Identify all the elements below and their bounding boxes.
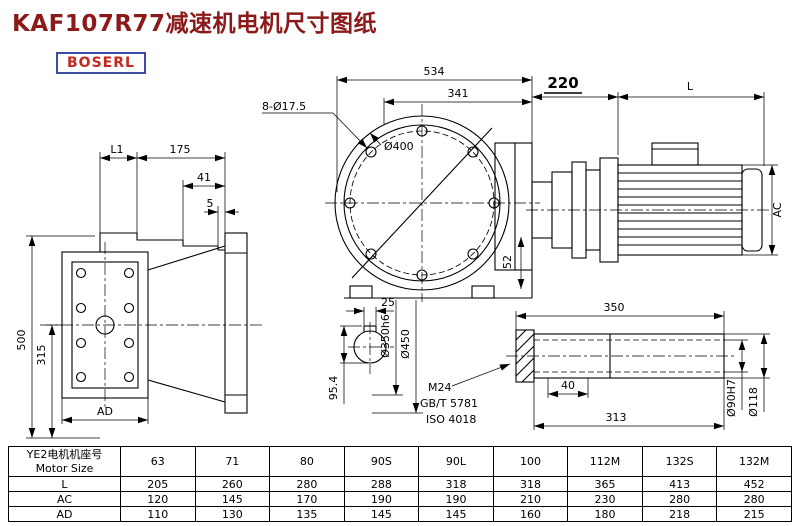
dim-l1: L1 [110, 143, 123, 156]
table-cell: 180 [567, 506, 643, 522]
dim-ad: AD [97, 405, 113, 418]
table-cell: 110 [120, 506, 196, 522]
table-cell: 130 [194, 506, 271, 522]
table-cell: 318 [418, 476, 494, 492]
dim-400: Ø400 [384, 140, 414, 153]
dim-l: L [687, 80, 694, 93]
table-cell: 215 [716, 506, 792, 522]
table-header-cell: 132M [716, 446, 792, 477]
table-cell: 135 [269, 506, 345, 522]
table-row-label: AC [8, 491, 121, 507]
table-row-label: L [8, 476, 121, 492]
motor-size-table: YE2电机机座号 Motor Size 63 71 80 90S 90L 100… [8, 446, 792, 522]
table-cell: 318 [492, 476, 569, 492]
keyway-detail-view [348, 322, 394, 374]
table-cell: 205 [120, 476, 196, 492]
table-cell: 288 [343, 476, 420, 492]
table-cell: 452 [716, 476, 792, 492]
table-cell: 190 [418, 491, 494, 507]
table-cell: 145 [343, 506, 420, 522]
motor-side-view [526, 142, 770, 263]
table-cell: 190 [343, 491, 420, 507]
motor-size-label-en: Motor Size [35, 461, 94, 475]
table-cell: 280 [716, 491, 792, 507]
dim-118: Ø118 [747, 387, 760, 417]
shaft-detail-dimensions: 350 40 313 Ø90H7 Ø118 [515, 301, 770, 430]
table-header-cell: 132S [641, 446, 718, 477]
dim-315: 315 [35, 345, 48, 366]
dim-341: 341 [448, 87, 469, 100]
dim-500: 500 [15, 330, 28, 351]
table-row-label: AD [8, 506, 121, 522]
table-header-cell: 90S [343, 446, 420, 477]
dim-220: 220 [547, 74, 578, 92]
page-title: KAF107R77减速机电机尺寸图纸 [12, 11, 378, 37]
table-header-row: YE2电机机座号 Motor Size 63 71 80 90S 90L 100… [8, 446, 792, 477]
table-header-cell: 80 [269, 446, 345, 477]
table-header-cell: 63 [120, 446, 196, 477]
dim-350: 350 [604, 301, 625, 314]
keyway-detail-dimensions: 25 95.4 [327, 296, 395, 404]
front-view-dimensions: 534 341 8-Ø17.5 Ø400 52 [262, 65, 533, 289]
table-cell: 145 [418, 506, 494, 522]
thread-standard-gb: GB/T 5781 [420, 397, 478, 410]
table-header-cell: 100 [492, 446, 569, 477]
dim-52: 52 [501, 255, 514, 269]
table-cell: 160 [492, 506, 569, 522]
table-header-cell: 112M [567, 446, 643, 477]
dim-40: 40 [561, 379, 575, 392]
table-cell: 280 [641, 491, 718, 507]
left-view-dimensions: L1 175 41 5 500 315 AD Ø350h6 Ø450 [15, 143, 423, 439]
motor-view-dimensions: 220 L AC [532, 74, 784, 256]
table-row: AC 120 145 170 190 190 210 230 280 280 [8, 491, 792, 507]
dim-ac: AC [771, 202, 784, 217]
front-view [325, 104, 540, 302]
dim-313: 313 [606, 411, 627, 424]
dim-350h6: Ø350h6 [379, 314, 392, 358]
hollow-shaft-detail [506, 329, 736, 383]
table-row: L 205 260 280 288 318 318 365 413 452 [8, 476, 792, 492]
table-cell: 413 [641, 476, 718, 492]
dim-25: 25 [381, 296, 395, 309]
thread-standard-iso: ISO 4018 [426, 413, 476, 426]
table-cell: 365 [567, 476, 643, 492]
table-cell: 260 [194, 476, 271, 492]
technical-drawing: L1 175 41 5 500 315 AD Ø350h6 Ø450 [15, 65, 784, 439]
brand-logo: BOSERL [56, 52, 146, 74]
thread-callout: M24 GB/T 5781 ISO 4018 [420, 363, 511, 426]
motor-size-label-cn: YE2电机机座号 [26, 447, 103, 461]
dim-175: 175 [170, 143, 191, 156]
dim-450: Ø450 [399, 329, 412, 359]
dim-5: 5 [207, 197, 214, 210]
dim-95-4: 95.4 [327, 376, 340, 401]
table-cell: 280 [269, 476, 345, 492]
left-side-view [40, 232, 262, 414]
table-header-cell: 71 [194, 446, 271, 477]
table-cell: 230 [567, 491, 643, 507]
table-cell: 145 [194, 491, 271, 507]
table-cell: 210 [492, 491, 569, 507]
dim-41: 41 [197, 171, 211, 184]
dim-90h7: Ø90H7 [725, 379, 738, 417]
dim-534: 534 [424, 65, 445, 78]
table-cell: 120 [120, 491, 196, 507]
table-header-cell: 90L [418, 446, 494, 477]
table-row: AD 110 130 135 145 145 160 180 218 215 [8, 506, 792, 522]
table-cell: 170 [269, 491, 345, 507]
dim-bolt-holes: 8-Ø17.5 [262, 100, 306, 113]
table-cell: 218 [641, 506, 718, 522]
thread-size-label: M24 [428, 381, 452, 394]
table-header-motor-size: YE2电机机座号 Motor Size [8, 446, 121, 477]
